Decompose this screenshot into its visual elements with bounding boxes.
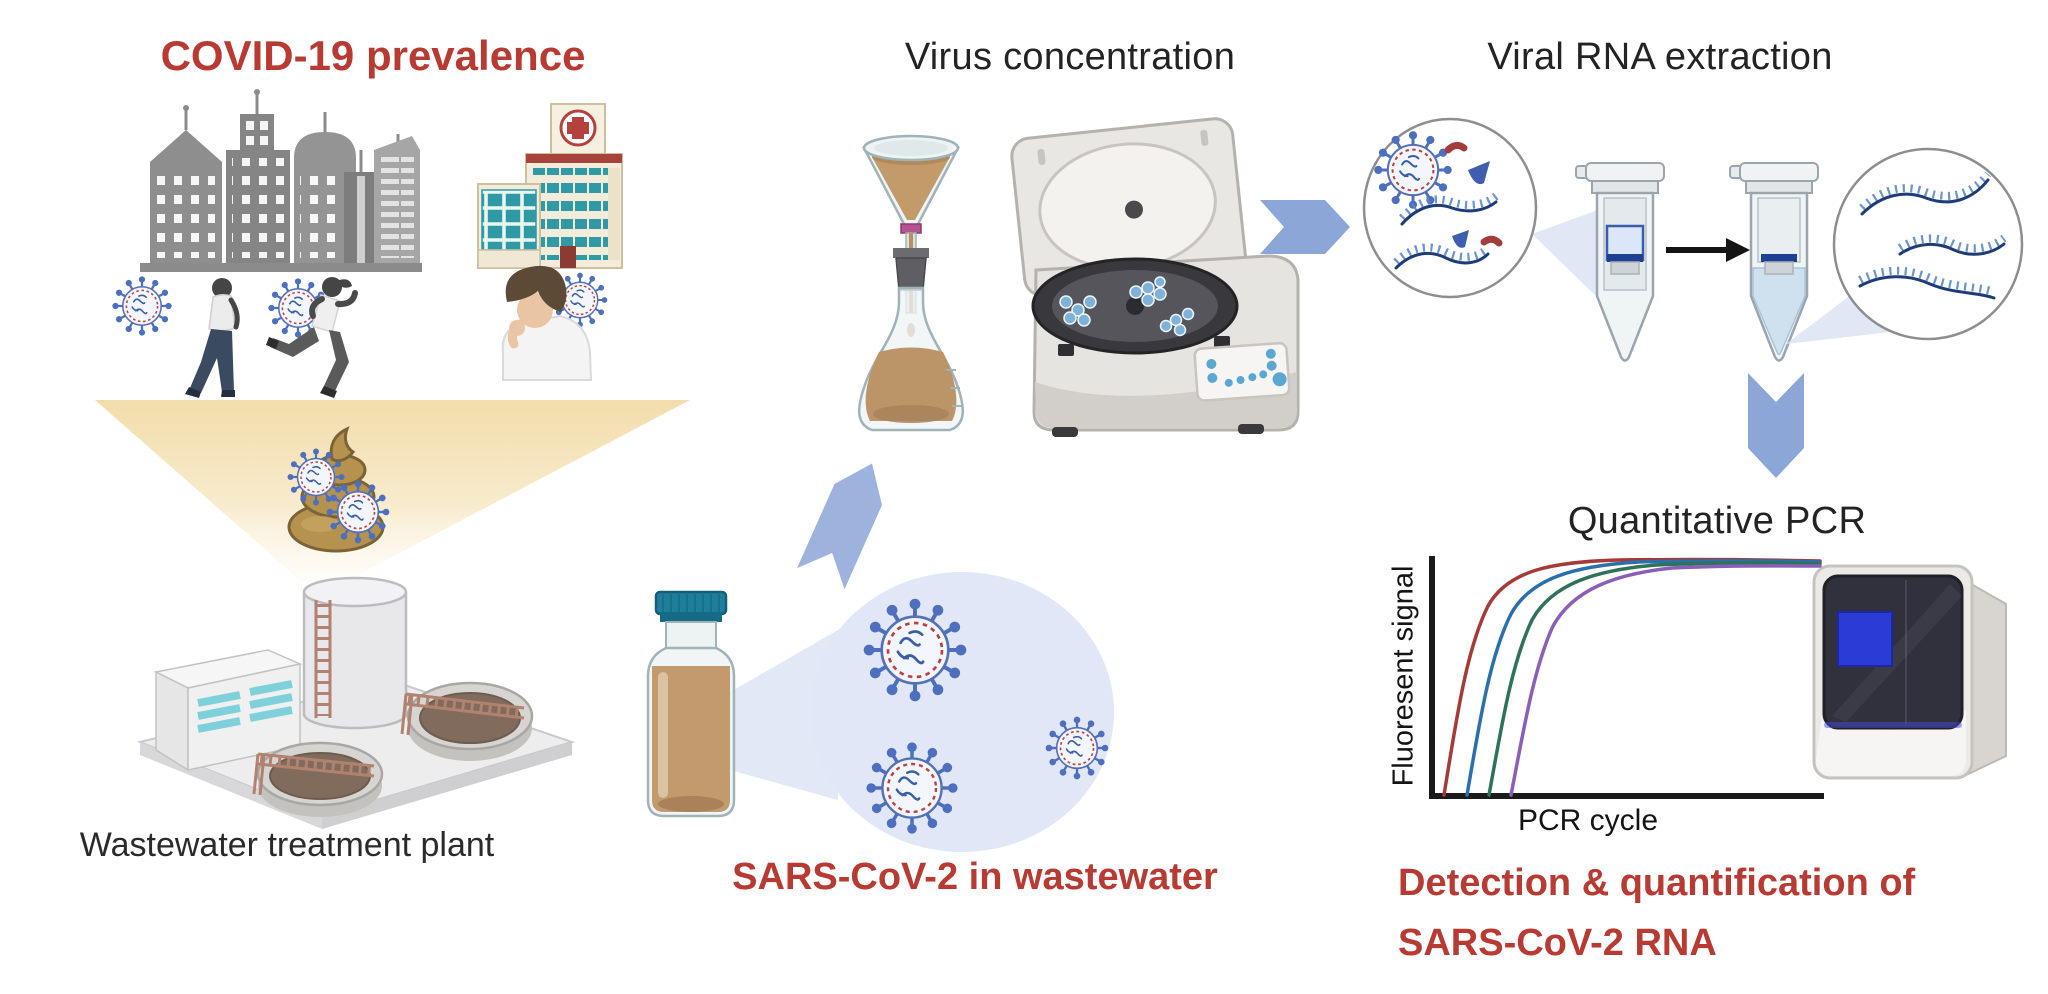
qpcr-y-axis-label: Fluoresent signal [1387, 565, 1420, 787]
magnified-virus-bubble-icon [810, 572, 1114, 852]
right-arrow-icon [1260, 200, 1350, 254]
light-beam-icon [95, 400, 690, 596]
virus-lysate-circle-icon [1362, 117, 1598, 299]
wastewater-treatment-plant-icon [136, 576, 576, 829]
feces-icon [288, 426, 390, 553]
detection-caption-line2: SARS-CoV-2 RNA [1398, 922, 1717, 964]
walking-person-icon [185, 278, 240, 398]
hospital-building-icon [477, 103, 623, 269]
sample-bottle-icon [646, 590, 838, 818]
quantitative-pcr-title: Quantitative PCR [1567, 500, 1867, 542]
erlenmeyer-flask-icon [858, 248, 964, 432]
up-arrow-icon [797, 463, 882, 590]
qpcr-machine-icon [1812, 564, 2007, 780]
coughing-person-icon [501, 265, 593, 381]
detection-caption-line1: Detection & quantification of [1398, 862, 1916, 904]
city-buildings-icon [140, 89, 422, 272]
coronavirus-icon [112, 276, 171, 335]
centrifuge-icon [1010, 117, 1300, 437]
running-person-icon [266, 277, 358, 398]
qpcr-x-axis-label: PCR cycle [1517, 804, 1659, 837]
down-arrow-icon [1748, 373, 1804, 478]
covid-prevalence-title: COVID-19 prevalence [160, 32, 586, 79]
qpcr-amplification-chart-icon [1429, 556, 1824, 799]
wastewater-treatment-plant-caption: Wastewater treatment plant [79, 826, 495, 864]
spin-column-tube-icon [1575, 162, 1665, 362]
elution-tube-icon [1729, 162, 1819, 362]
rna-strands-circle-icon [1786, 147, 2024, 344]
viral-rna-extraction-title: Viral RNA extraction [1487, 36, 1833, 78]
transfer-arrow-icon [1666, 238, 1750, 262]
virus-concentration-title: Virus concentration [904, 36, 1236, 78]
sars-cov-2-in-wastewater-caption: SARS-CoV-2 in wastewater [732, 856, 1218, 898]
